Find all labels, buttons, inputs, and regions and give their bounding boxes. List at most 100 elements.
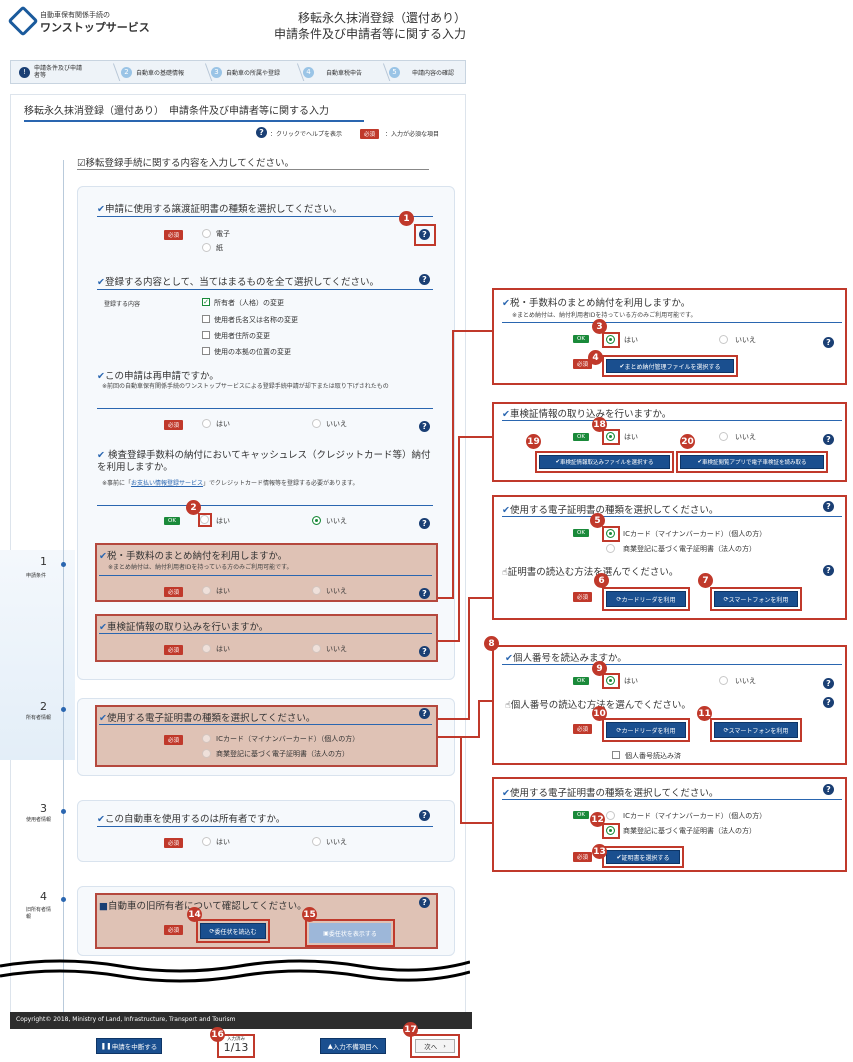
callout-a-divider <box>502 322 842 323</box>
next-button[interactable]: 次へ› <box>415 1039 455 1053</box>
q4-note: ※事前に「お支払い情報登録サービス」でクレジットカード情報等を登録する必要があり… <box>102 479 437 489</box>
bundle-file-button[interactable]: ✔ まとめ納付管理ファイルを選択する <box>606 359 734 373</box>
callout-e-label-ic: ICカード（マイナンバーカード）（個人の方） <box>623 812 767 820</box>
q9-help-icon[interactable]: ? <box>419 810 430 821</box>
vehicle-file-box: ✔ 車検証情報取込みファイルを選択する <box>535 451 674 473</box>
callout-c-divider <box>502 516 842 517</box>
q10-title: ■自動車の旧所有者について確認してください。 <box>99 898 307 912</box>
callout-c-radio-ic[interactable] <box>606 529 615 538</box>
marker-box-3 <box>602 332 620 348</box>
callout-e-radio-corp[interactable] <box>606 826 615 835</box>
callout-c-radio-corp[interactable] <box>606 544 615 553</box>
q4-radio-yes[interactable] <box>200 515 209 524</box>
q6-radio-no[interactable] <box>312 644 321 653</box>
q4-help-icon[interactable]: ? <box>419 518 430 529</box>
missing-items-button[interactable]: ▲ 入力不備項目へ <box>320 1038 386 1054</box>
q2-help-icon[interactable]: ? <box>419 274 430 285</box>
q3-required-badge: 必須 <box>164 420 184 430</box>
callout-a-help-icon[interactable]: ? <box>823 337 834 348</box>
q4-note-a: ※事前に「 <box>102 480 132 487</box>
marker-box-9 <box>602 673 620 689</box>
q7-radio-corp[interactable] <box>202 749 211 758</box>
connector <box>460 736 462 822</box>
callout-b-radio-yes[interactable] <box>606 432 615 441</box>
callout-e-help-icon[interactable]: ? <box>823 784 834 795</box>
vehicle-file-button[interactable]: ✔ 車検証情報取込みファイルを選択する <box>539 455 670 469</box>
callout-d-label-no: いいえ <box>735 677 756 685</box>
mynum-smartphone-button[interactable]: ⟳ スマートフォンを利用 <box>714 722 798 738</box>
marker-box-5 <box>602 526 620 542</box>
q3-help-icon[interactable]: ? <box>419 421 430 432</box>
mynum-done-checkbox[interactable] <box>612 751 620 759</box>
q2-label-1: 所有者（人格）の変更 <box>214 299 284 307</box>
callout-c-read-help-icon[interactable]: ? <box>823 565 834 576</box>
q4-label-no: いいえ <box>326 517 347 525</box>
marker-13: 13 <box>592 844 607 859</box>
callout-d-divider <box>502 664 842 665</box>
callout-d-help-icon[interactable]: ? <box>823 678 834 689</box>
q9-radio-no[interactable] <box>312 837 321 846</box>
mynum-card-reader-button[interactable]: ⟳ カードリーダを利用 <box>606 722 686 738</box>
marker-box-2 <box>198 513 212 527</box>
callout-d-radio-no[interactable] <box>719 676 728 685</box>
read-delegation-button[interactable]: ⟳ 委任状を読込む <box>200 923 266 939</box>
q1-radio-electronic[interactable] <box>202 229 211 238</box>
payment-service-link[interactable]: お支払い情報登録サービス <box>131 480 204 487</box>
callout-b-radio-no[interactable] <box>719 432 728 441</box>
q5-note: ※まとめ納付は、納付利用者IDを持っている方のみご利用可能です。 <box>108 564 293 571</box>
marker-8: 8 <box>484 636 499 651</box>
select-certificate-label: 証明書を選択する <box>621 854 670 862</box>
suspend-button[interactable]: ❚❚ 申請を中断する <box>96 1038 162 1054</box>
callout-e-required-badge: 必須 <box>573 852 593 862</box>
marker-4: 4 <box>588 350 603 365</box>
q3-radio-yes[interactable] <box>202 419 211 428</box>
callout-c-ok-badge: OK <box>573 529 589 537</box>
q7-label-corp: 商業登記に基づく電子証明書（法人の方） <box>216 750 349 758</box>
q2-checkbox-4[interactable] <box>202 347 210 355</box>
q2-checkbox-1[interactable]: ✓ <box>202 298 210 306</box>
callout-a-radio-yes[interactable] <box>606 335 615 344</box>
callout-c-help-icon[interactable]: ? <box>823 501 834 512</box>
callout-b-title: ✔車検証情報の取り込みを行いますか。 <box>502 409 672 420</box>
callout-d-read-help-icon[interactable]: ? <box>823 697 834 708</box>
cert-card-reader-button[interactable]: ⟳ カードリーダを利用 <box>606 591 686 607</box>
q6-help-icon[interactable]: ? <box>419 646 430 657</box>
callout-a-radio-no[interactable] <box>719 335 728 344</box>
callout-e-radio-ic[interactable] <box>606 811 615 820</box>
help-icon[interactable]: ? <box>256 127 267 138</box>
q5-help-icon[interactable]: ? <box>419 588 430 599</box>
q5-title-text: 税・手数料のまとめ納付を利用しますか。 <box>106 551 288 562</box>
q7-radio-ic[interactable] <box>202 734 211 743</box>
marker-box-1 <box>414 224 436 246</box>
q1-help-icon[interactable]: ? <box>419 229 430 240</box>
q5-radio-no[interactable] <box>312 586 321 595</box>
step-3-label: 自動車の所属や登録 <box>226 69 281 77</box>
q2-checkbox-3[interactable] <box>202 331 210 339</box>
q10-help-icon[interactable]: ? <box>419 897 430 908</box>
q9-radio-yes[interactable] <box>202 837 211 846</box>
vehicle-app-button[interactable]: ✔ 車検証閲覧アプリで電子車検証を読み取る <box>680 455 824 469</box>
q5-divider <box>99 575 432 576</box>
q2-checkbox-2[interactable] <box>202 315 210 323</box>
q1-radio-paper[interactable] <box>202 243 211 252</box>
callout-c-title: ✔使用する電子証明書の種類を選択してください。 <box>502 505 719 516</box>
callout-c-label-corp: 商業登記に基づく電子証明書（法人の方） <box>623 545 756 553</box>
q3-radio-no[interactable] <box>312 419 321 428</box>
callout-a-ok-badge: OK <box>573 335 589 343</box>
q4-radio-no[interactable] <box>312 516 321 525</box>
q3-title: ✔この申請は再申請ですか。 <box>97 371 219 382</box>
q6-radio-yes[interactable] <box>202 644 211 653</box>
q5-radio-yes[interactable] <box>202 586 211 595</box>
q9-label-no: いいえ <box>326 838 347 846</box>
marker-6: 6 <box>594 573 609 588</box>
cert-smartphone-button[interactable]: ⟳ スマートフォンを利用 <box>714 591 798 607</box>
select-certificate-button[interactable]: ✔ 証明書を選択する <box>606 850 680 864</box>
q7-help-icon[interactable]: ? <box>419 708 430 719</box>
callout-d-read-title: ☝個人番号の読込む方法を選んでください。 <box>505 697 691 711</box>
callout-d-radio-yes[interactable] <box>606 676 615 685</box>
q4-title: ✔ 検査登録手数料の納付においてキャッシュレス（クレジットカード等）納付を利用し… <box>97 450 431 473</box>
callout-b-help-icon[interactable]: ? <box>823 434 834 445</box>
show-delegation-button[interactable]: ▣ 委任状を表示する <box>309 923 391 943</box>
vehicle-app-box: ✔ 車検証閲覧アプリで電子車検証を読み取る <box>676 451 828 473</box>
q7-title-text: 使用する電子証明書の種類を選択してください。 <box>106 713 316 724</box>
